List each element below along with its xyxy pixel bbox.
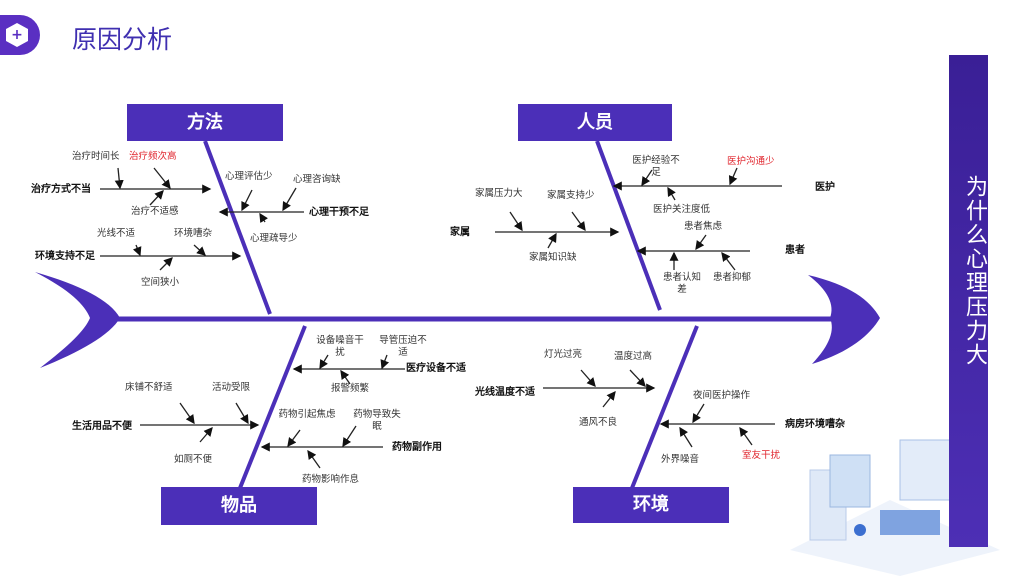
bone-people	[595, 140, 662, 311]
cause-label: 患者抑郁	[713, 272, 752, 283]
cause-label: 床铺不舒适	[125, 382, 173, 393]
cause-label: 如厕不便	[174, 454, 213, 465]
branch-label: 病房环境嘈杂	[785, 419, 845, 430]
category-items: 物品	[161, 487, 317, 525]
category-people: 人员	[518, 104, 672, 141]
cause-label: 医护沟通少	[727, 156, 775, 167]
branch-label: 药物副作用	[392, 442, 442, 453]
cause-label: 医护经验不足	[632, 155, 680, 178]
cause-label: 家属支持少	[547, 190, 595, 201]
branch-label: 家属	[450, 227, 470, 238]
branch-label: 环境支持不足	[35, 251, 95, 262]
category-environment: 环境	[573, 487, 729, 523]
branch-label: 治疗方式不当	[31, 184, 91, 195]
cause-label: 医护关注度低	[653, 204, 711, 215]
cause-label: 空间狭小	[141, 277, 180, 288]
cause-label: 患者认知差	[662, 272, 701, 295]
cause-label: 治疗时间长	[72, 151, 120, 162]
branch-label: 医疗设备不适	[406, 363, 466, 374]
cause-label: 治疗频次高	[129, 151, 177, 162]
side-title-banner: 为什么心理压力大	[949, 55, 988, 547]
cause-label: 通风不良	[579, 417, 618, 428]
cause-label: 灯光过亮	[544, 349, 583, 360]
cause-label: 导管压迫不适	[379, 335, 427, 358]
bone-items	[238, 325, 307, 489]
page-title: 原因分析	[72, 25, 173, 54]
branch-label: 生活用品不便	[72, 421, 132, 432]
cause-label: 心理咨询缺	[293, 174, 341, 185]
fish-head	[808, 275, 880, 364]
cause-label: 报警频繁	[331, 383, 370, 394]
bone-method	[203, 140, 272, 315]
cause-label: 药物导致失眠	[353, 409, 401, 432]
logo: +	[0, 15, 40, 55]
cause-label: 心理疏导少	[250, 233, 298, 244]
category-method: 方法	[127, 104, 283, 141]
side-title: 为什么心理压力大	[962, 175, 987, 367]
cause-label: 药物影响作息	[302, 474, 360, 485]
cause-label: 治疗不适感	[131, 206, 179, 217]
cause-label: 室友干扰	[742, 450, 781, 461]
cause-label: 外界噪音	[661, 454, 700, 465]
cause-label: 患者焦虑	[684, 221, 723, 232]
branch-label: 光线温度不适	[475, 387, 535, 398]
cause-label: 家属压力大	[475, 188, 523, 199]
cause-label: 心理评估少	[225, 171, 273, 182]
hospital-cross-icon: +	[6, 23, 28, 47]
cause-label: 设备噪音干扰	[316, 335, 364, 358]
fish-tail	[35, 272, 120, 368]
cause-label: 家属知识缺	[529, 252, 577, 263]
cause-label: 环境嘈杂	[174, 228, 213, 239]
cause-label: 药物引起焦虑	[278, 409, 336, 420]
bone-environment	[630, 325, 699, 489]
branch-label: 医护	[815, 182, 835, 193]
cause-label: 活动受限	[212, 382, 251, 393]
cause-label: 夜间医护操作	[693, 390, 751, 401]
branch-label: 心理干预不足	[309, 207, 369, 218]
cause-label: 温度过高	[614, 351, 653, 362]
cause-label: 光线不适	[97, 228, 136, 239]
branch-label: 患者	[785, 245, 805, 256]
